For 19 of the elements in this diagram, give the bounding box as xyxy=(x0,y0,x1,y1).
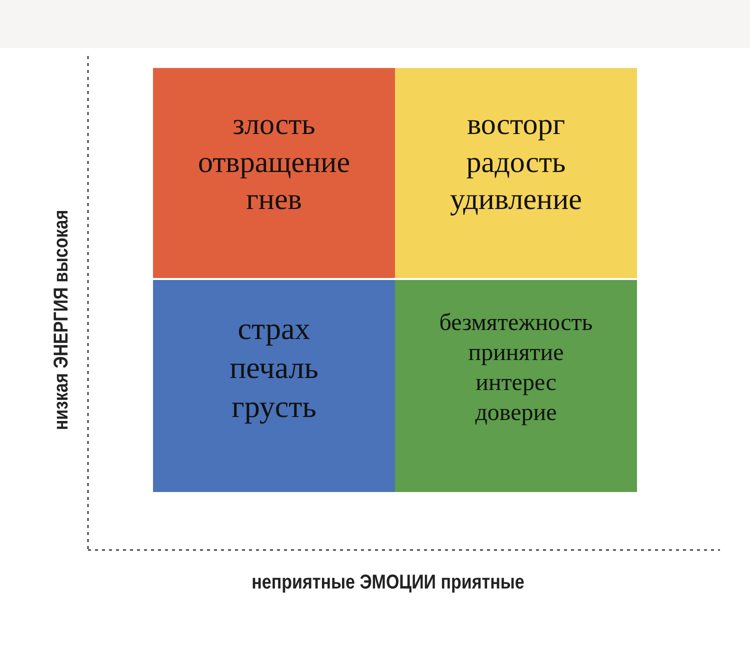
emotion-label: страх xyxy=(238,310,310,348)
emotion-label: злость xyxy=(232,107,316,143)
emotion-label: доверие xyxy=(475,399,557,428)
emotion-label: гнев xyxy=(246,182,302,218)
emotion-label: отвращение xyxy=(198,144,350,180)
quadrant-box xyxy=(153,68,395,278)
emotion-label: интерес xyxy=(476,369,556,398)
axis-label: низкая ЭНЕРГИЯ высокая xyxy=(50,210,74,430)
emotion-label: удивление xyxy=(450,182,582,218)
axis-label: неприятные ЭМОЦИИ приятные xyxy=(252,572,524,594)
emotion-label: грусть xyxy=(232,388,316,426)
quadrant-box xyxy=(395,280,637,492)
emotion-label: принятие xyxy=(468,339,564,368)
quadrant-box xyxy=(153,280,395,492)
emotion-label: восторг xyxy=(466,107,566,143)
quadrant-box xyxy=(395,68,637,278)
emotion-label: печаль xyxy=(230,348,318,387)
emotion-label: радость xyxy=(466,144,566,180)
emotion-label: безмятежность xyxy=(439,309,593,338)
